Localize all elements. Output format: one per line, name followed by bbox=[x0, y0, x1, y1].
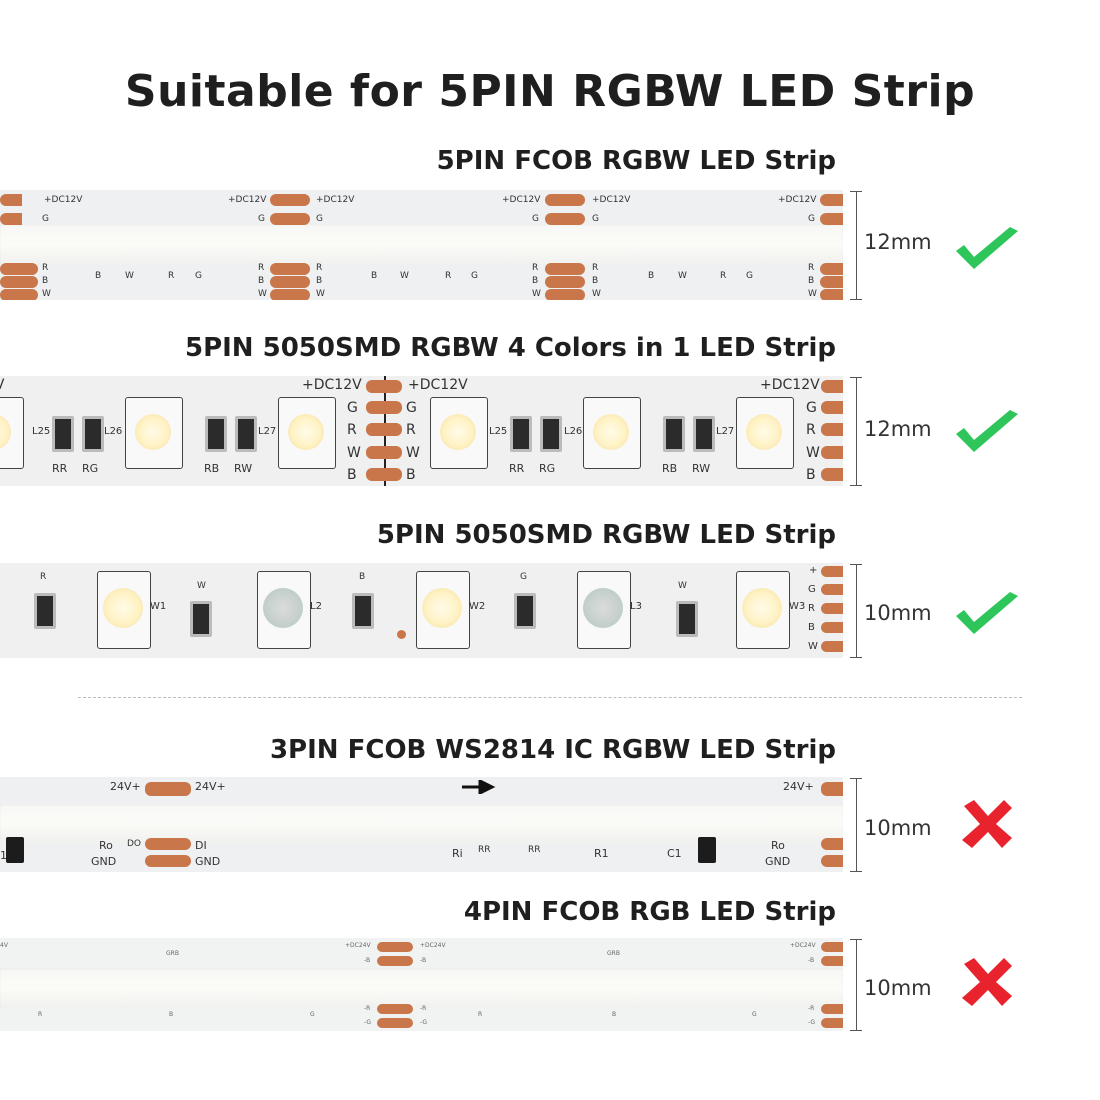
strip-title-5050-4in1: 5PIN 5050SMD RGBW 4 Colors in 1 LED Stri… bbox=[184, 333, 836, 363]
strip-width-fcob-rgb: 10mm bbox=[864, 976, 932, 1000]
strip-title-ws2814: 3PIN FCOB WS2814 IC RGBW LED Strip bbox=[269, 735, 836, 765]
check-icon bbox=[956, 592, 1018, 634]
strip-width-fcob-rgbw: 12mm bbox=[864, 230, 932, 254]
strip-title-fcob-rgb: 4PIN FCOB RGB LED Strip bbox=[463, 897, 836, 927]
dimension-line-ws2814 bbox=[856, 778, 857, 871]
strip-image-ws2814: 24V+ 24V+ 24V+ Ro DO DI GND GND 1 Ri RR … bbox=[0, 777, 843, 872]
strip-width-5050-4in1: 12mm bbox=[864, 417, 932, 441]
strip-image-fcob-rgb: 4V +DC24V +DC24V +DC24V -B -B -B -R -R -… bbox=[0, 938, 843, 1031]
strip-title-5050-rgbw: 5PIN 5050SMD RGBW LED Strip bbox=[376, 520, 836, 550]
cross-icon bbox=[962, 958, 1012, 1006]
cross-icon bbox=[962, 800, 1012, 848]
check-icon bbox=[956, 410, 1018, 452]
dimension-line-5050-rgbw bbox=[856, 564, 857, 657]
strip-image-5050-rgbw: R W B G W W1 L2 W2 L3 W3 + G R B W bbox=[0, 563, 843, 658]
dimension-line-5050-4in1 bbox=[856, 377, 857, 485]
strip-width-5050-rgbw: 10mm bbox=[864, 601, 932, 625]
dimension-line-fcob-rgbw bbox=[856, 191, 857, 299]
strip-image-fcob-rgbw: +DC12V +DC12V +DC12V +DC12V +DC12V +DC12… bbox=[0, 190, 843, 300]
strip-title-fcob-rgbw: 5PIN FCOB RGBW LED Strip bbox=[436, 146, 836, 176]
page-title: Suitable for 5PIN RGBW LED Strip bbox=[124, 66, 976, 117]
strip-image-5050-4in1: 2V +DC12V +DC12V +DC12V G G G R R R W W … bbox=[0, 376, 843, 486]
section-divider bbox=[78, 697, 1022, 698]
check-icon bbox=[956, 227, 1018, 269]
strip-width-ws2814: 10mm bbox=[864, 816, 932, 840]
dimension-line-fcob-rgb bbox=[856, 939, 857, 1030]
arrow-right-icon bbox=[462, 780, 496, 794]
